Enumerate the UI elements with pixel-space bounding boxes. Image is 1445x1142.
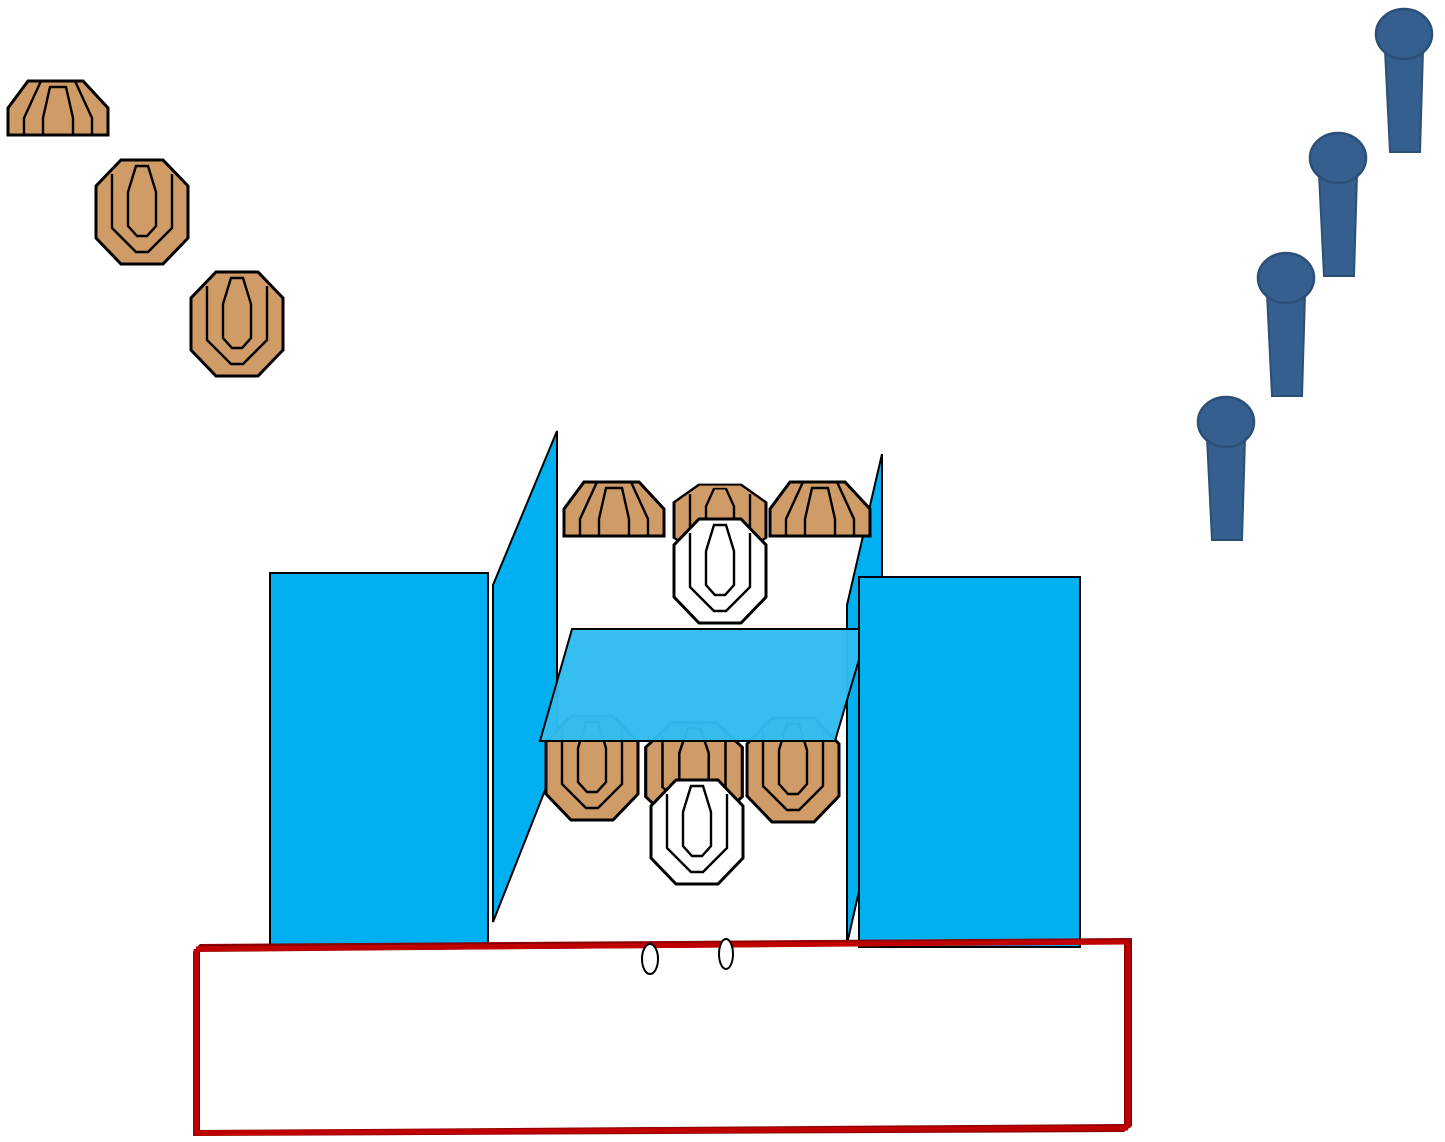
steel-popper-icon <box>1198 397 1254 540</box>
steel-popper-icon <box>1310 133 1366 276</box>
barricade-wall-left <box>270 573 488 945</box>
cardboard-target-head <box>770 482 870 536</box>
steel-popper-icon <box>1376 9 1432 152</box>
no-shoot-target-icon <box>651 780 743 884</box>
barricade-side-panel-left <box>493 431 557 922</box>
middle-layer <box>540 482 870 884</box>
start-position-icon <box>719 939 733 969</box>
barricade-wall-right <box>859 577 1080 947</box>
cardboard-target-head <box>564 482 664 536</box>
cardboard-target <box>191 272 283 376</box>
steel-popper-icon <box>1258 253 1314 396</box>
no-shoot-target-icon <box>674 519 766 623</box>
barricade-port-window <box>540 629 868 741</box>
cardboard-target <box>96 160 188 264</box>
cardboard-target-head <box>8 81 108 135</box>
start-position-icon <box>642 944 658 974</box>
